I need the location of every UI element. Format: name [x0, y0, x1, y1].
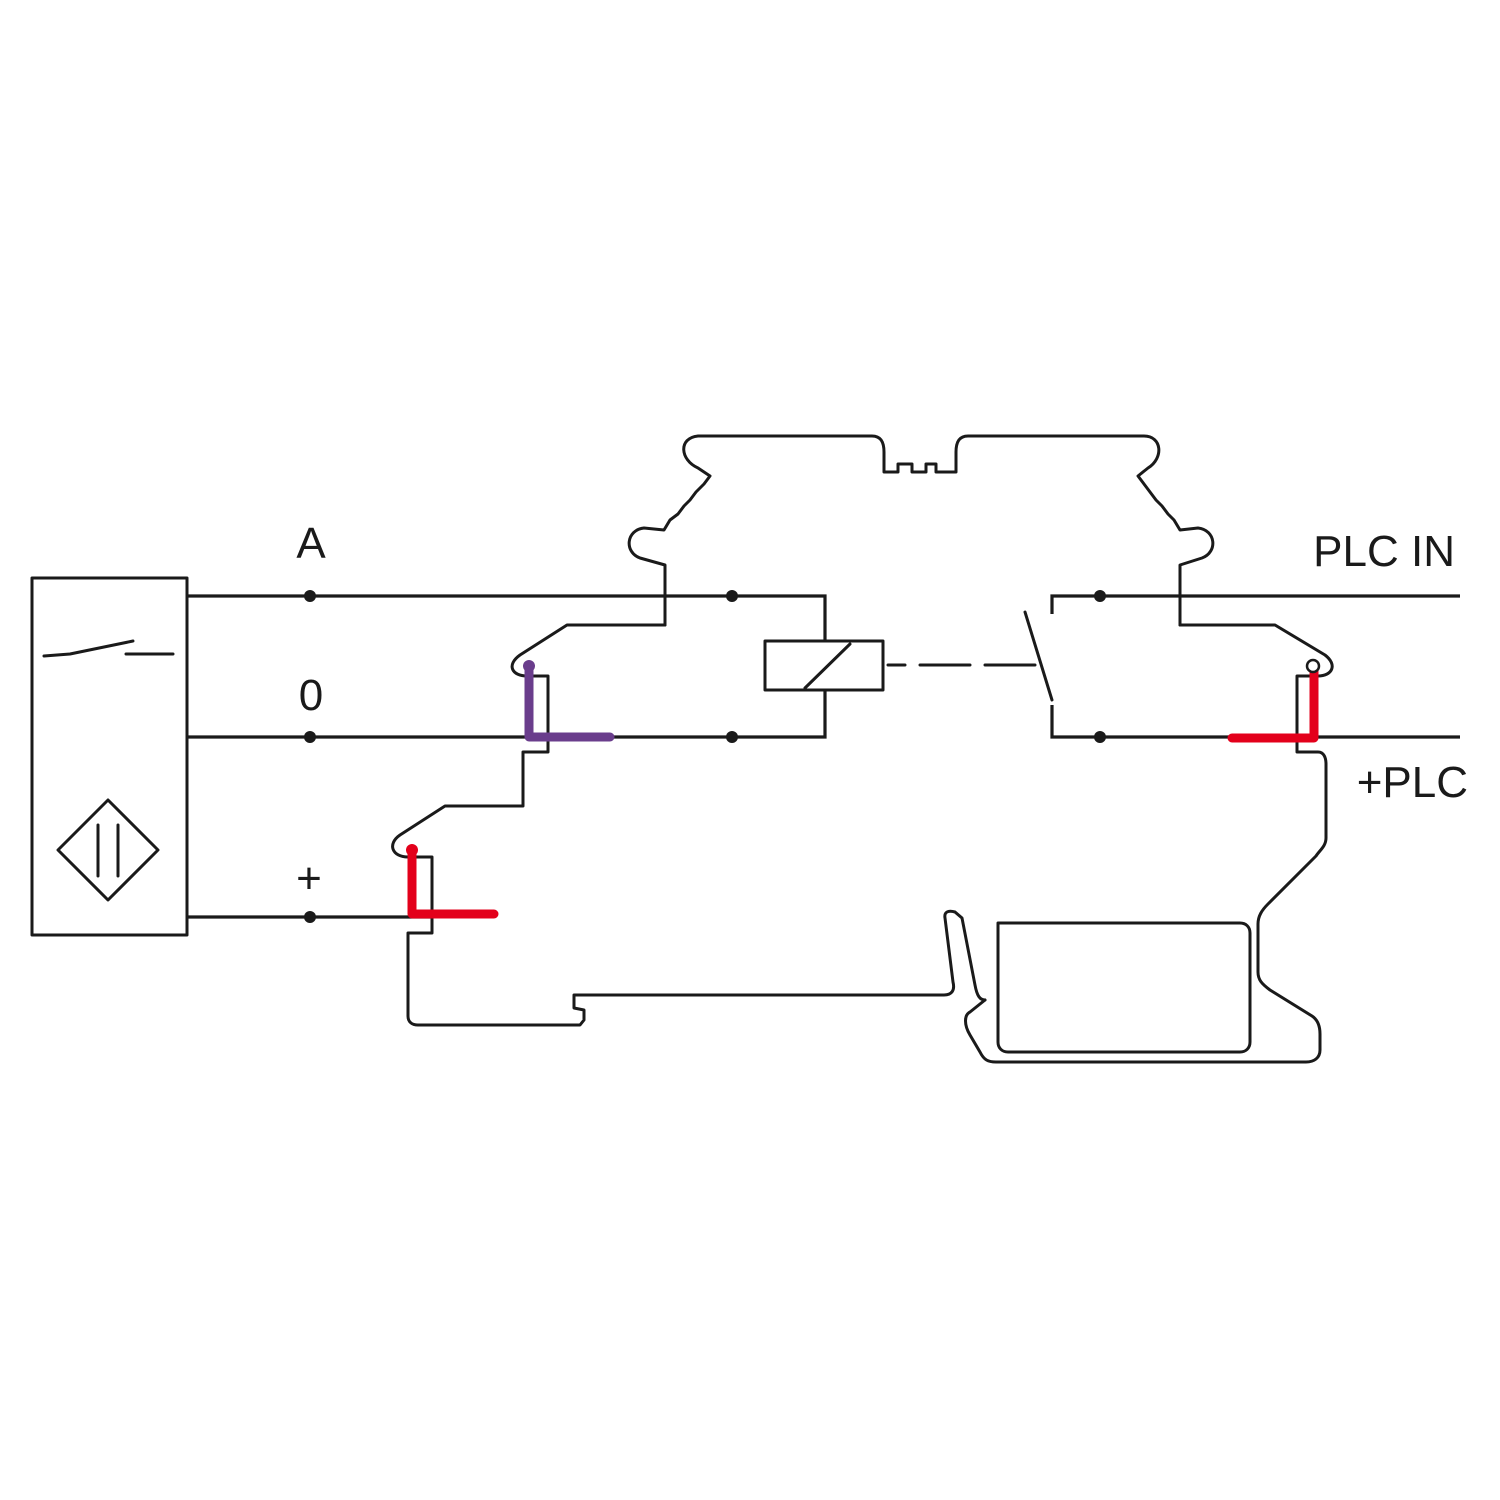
inductive-sensor-icon	[56, 798, 160, 902]
jumpers	[406, 658, 1321, 919]
coil-zero-dot	[726, 731, 738, 743]
terminal-block-housing	[391, 434, 1334, 1064]
housing-top-profile	[627, 434, 1215, 627]
coil-a-dot	[726, 590, 738, 602]
terminal-zero-dot	[304, 731, 316, 743]
sensor-switch-symbol	[42, 639, 175, 658]
label-plc-in: PLC IN	[1313, 527, 1455, 576]
terminal-a-dot	[304, 590, 316, 602]
sensor-housing	[30, 576, 189, 937]
wire-a	[187, 594, 827, 640]
rail-foot	[996, 921, 1252, 1054]
label-plus: +	[296, 854, 322, 903]
jumper-purple	[524, 661, 615, 742]
housing-right-profile	[964, 623, 1334, 1064]
label-zero: 0	[299, 671, 323, 720]
jumper-red-left	[407, 845, 499, 919]
proximity-sensor	[30, 576, 189, 937]
wire-plus-plc	[1050, 705, 1460, 739]
label-plus-plc: +PLC	[1357, 758, 1468, 807]
labels: A 0 + PLC IN +PLC	[296, 519, 1468, 903]
label-a: A	[296, 519, 326, 568]
contact-bottom-dot	[1094, 731, 1106, 743]
wire-plc-in	[1050, 594, 1460, 614]
wire-zero	[187, 690, 827, 739]
contact-top-dot	[1094, 590, 1106, 602]
jumper-red-right	[1227, 665, 1319, 743]
contact-blade	[1023, 610, 1054, 702]
terminal-plus-dot	[304, 911, 316, 923]
relay-coil	[763, 639, 885, 692]
input-wires	[187, 590, 827, 923]
coil-box	[763, 639, 885, 692]
relay-contact	[1023, 590, 1460, 743]
housing-left-profile	[391, 623, 987, 1027]
